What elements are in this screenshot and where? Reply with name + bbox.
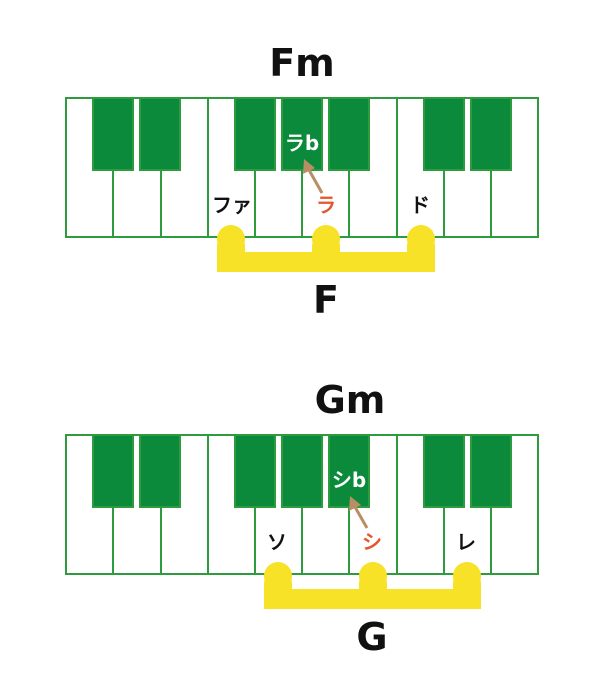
black-key — [92, 97, 134, 171]
black-key — [423, 97, 465, 171]
fifth-note-label: ド — [410, 193, 430, 217]
arrow-icon — [349, 496, 369, 529]
arrow-icon — [303, 159, 324, 194]
black-key — [281, 97, 323, 171]
black-key — [139, 97, 181, 171]
black-key — [92, 434, 134, 508]
flat-third-label: シb — [332, 468, 366, 492]
chord-title-minor: Fm — [269, 41, 335, 85]
black-key — [234, 434, 276, 508]
chord-title-minor: Gm — [315, 378, 386, 422]
black-key — [234, 97, 276, 171]
black-key — [470, 434, 512, 508]
black-key — [470, 97, 512, 171]
fifth-note-label: レ — [456, 530, 476, 554]
root-note-label: ファ — [212, 193, 252, 217]
diagram-gm: Gm シb — [65, 378, 539, 659]
black-key — [423, 434, 465, 508]
chord-title-major: F — [313, 278, 339, 322]
chord-title-major: G — [356, 615, 387, 659]
piano-keyboard — [65, 97, 539, 238]
third-note-label: シ — [362, 530, 382, 554]
white-key-dividers — [112, 98, 492, 237]
piano-keyboard — [65, 434, 539, 575]
diagram-fm: Fm — [65, 41, 539, 322]
flat-third-label: ラb — [285, 131, 319, 155]
root-note-label: ソ — [267, 530, 287, 554]
black-key — [328, 434, 370, 508]
third-note-label: ラ — [316, 193, 336, 217]
chord-bracket — [264, 562, 481, 609]
black-key — [139, 434, 181, 508]
white-key-dividers — [112, 435, 492, 574]
chord-bracket — [217, 225, 435, 272]
black-key — [328, 97, 370, 171]
black-key — [281, 434, 323, 508]
